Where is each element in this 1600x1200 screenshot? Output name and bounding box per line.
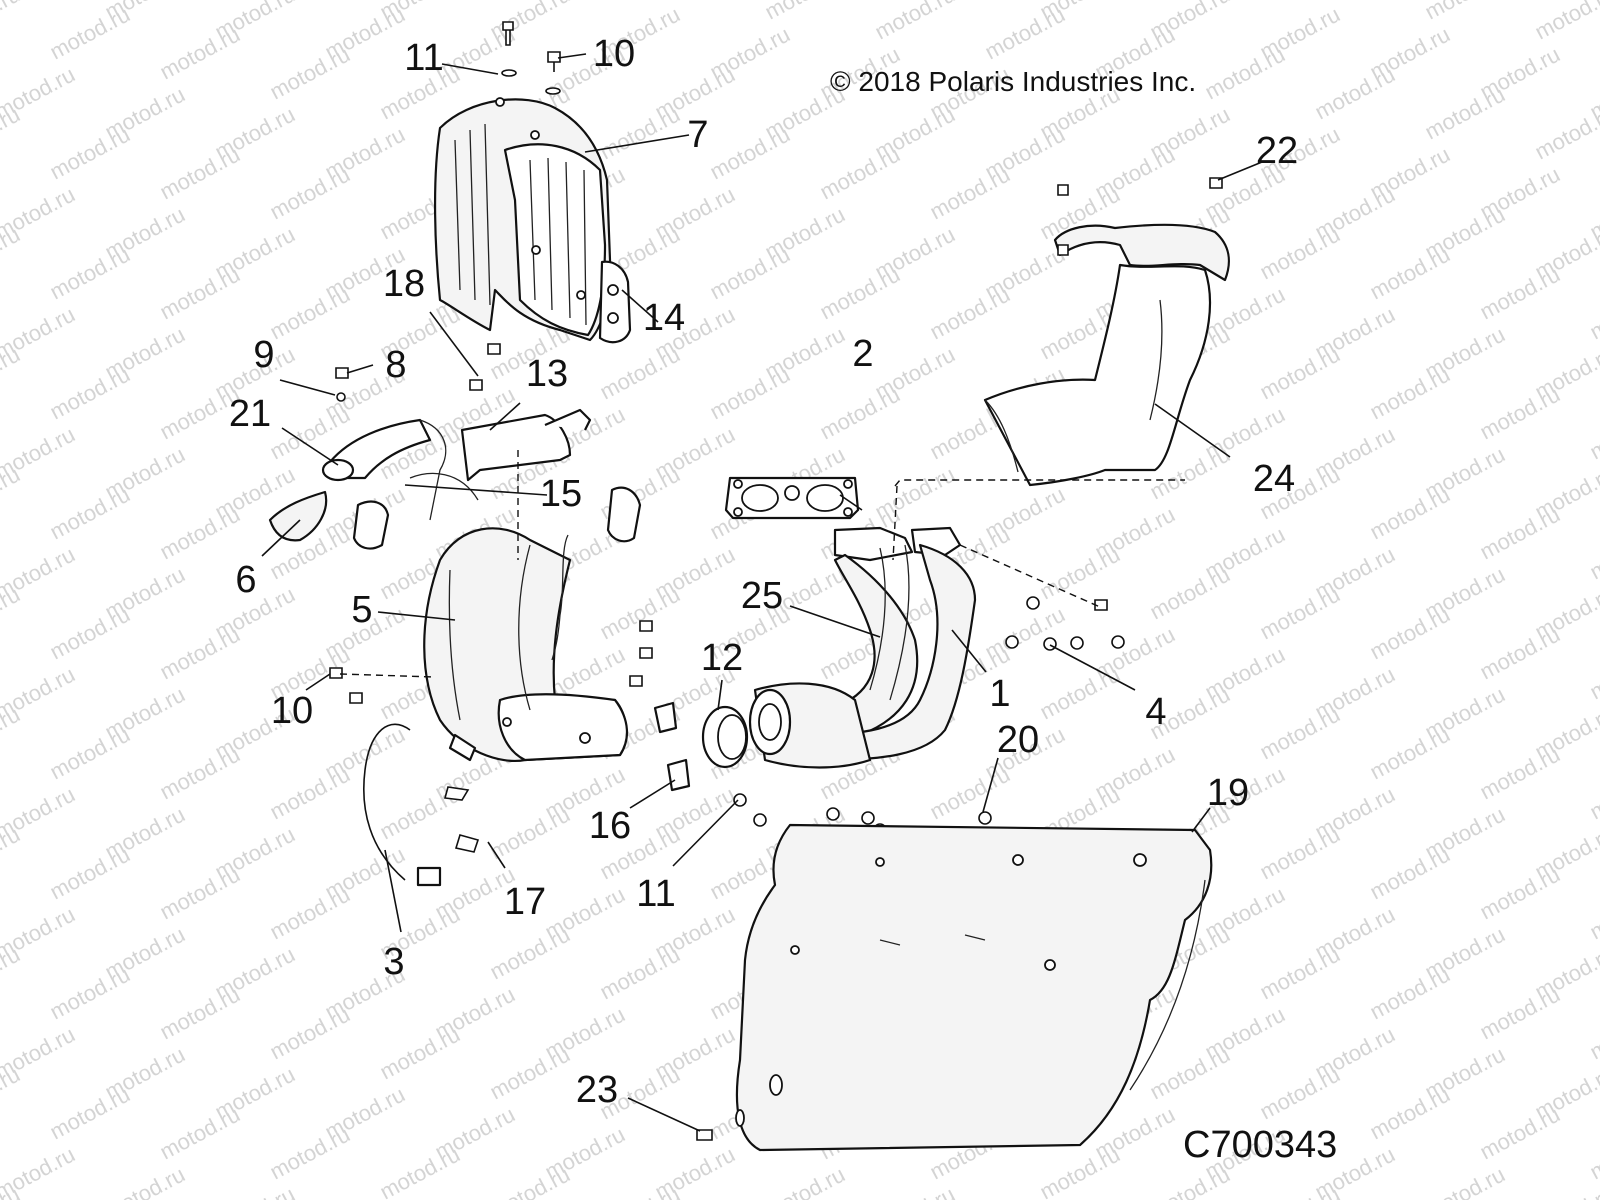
part-19-lower-heat-shield: [735, 823, 1213, 1152]
callout-24: 24: [1252, 458, 1296, 500]
callout-6: 6: [235, 559, 257, 601]
callout-20: 20: [996, 719, 1040, 761]
callout-11-top: 11: [404, 37, 444, 79]
callout-10-bottom: 10: [270, 690, 314, 732]
part-24-upper-heat-shield: [983, 177, 1230, 487]
callout-1: 1: [989, 673, 1011, 715]
callout-25: 25: [740, 575, 784, 617]
clamp-springs: [653, 701, 749, 792]
callout-5: 5: [351, 589, 373, 631]
part-4-nuts: [1005, 596, 1125, 651]
callout-8: 8: [385, 344, 407, 386]
callout-17: 17: [503, 881, 547, 923]
callout-10-top: 10: [592, 33, 636, 75]
copyright-notice: © 2018 Polaris Industries Inc.: [830, 66, 1197, 97]
callout-14: 14: [642, 297, 686, 339]
callout-13: 13: [525, 353, 569, 395]
callout-12: 12: [700, 637, 744, 679]
callout-9: 9: [253, 334, 275, 376]
callout-3: 3: [383, 941, 405, 983]
callout-4: 4: [1145, 691, 1167, 733]
small-parts-left: [268, 260, 642, 661]
part-7-heat-shield: [433, 97, 612, 342]
callout-22: 22: [1255, 130, 1299, 172]
leader-lines: [261, 53, 1263, 1132]
top-fasteners: [501, 21, 561, 95]
misc-fasteners: [696, 1129, 713, 1141]
part-3-o2-sensor: [362, 723, 480, 887]
callout-16: 16: [588, 805, 632, 847]
callout-7: 7: [687, 114, 709, 156]
callout-21: 21: [228, 393, 272, 435]
callout-11-bottom: 11: [636, 873, 676, 915]
part-5-muffler: [423, 527, 628, 762]
diagram-code: C700343: [1183, 1124, 1338, 1166]
part-2-exhaust-gasket: [724, 476, 860, 520]
callout-23: 23: [575, 1069, 619, 1111]
alignment-lines: [339, 450, 1185, 678]
callout-15: 15: [539, 473, 583, 515]
callout-18: 18: [382, 263, 426, 305]
callout-19: 19: [1206, 772, 1250, 814]
callout-2: 2: [852, 333, 874, 375]
part-1-exhaust-header: [748, 526, 977, 769]
